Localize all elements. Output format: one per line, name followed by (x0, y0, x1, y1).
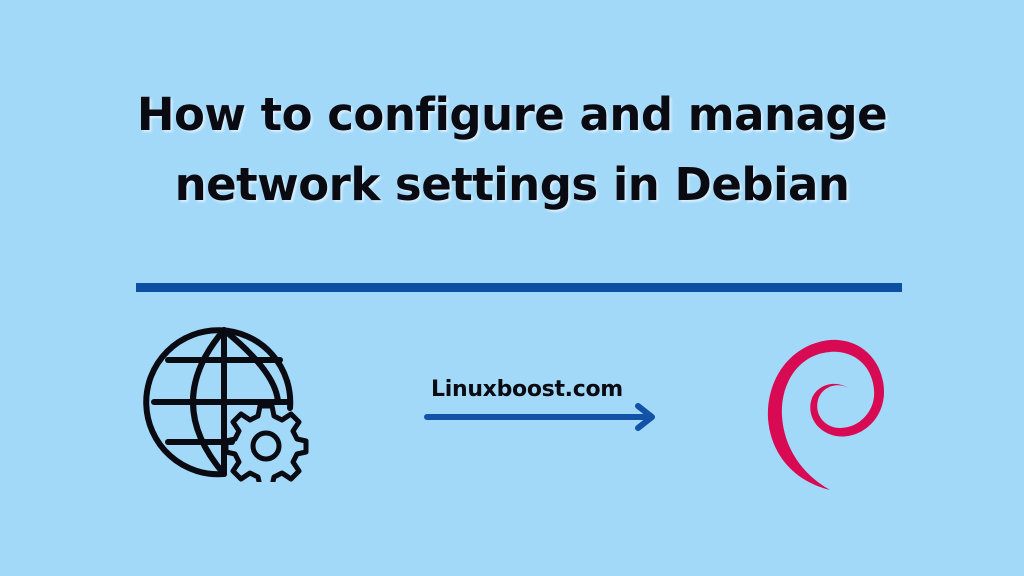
arrow-right-icon (424, 403, 655, 431)
debian-logo (767, 339, 884, 490)
site-label: Linuxboost.com (431, 377, 623, 402)
globe-with-gear-icon (143, 327, 309, 482)
title-line-1: How to configure and manage (136, 88, 888, 141)
page-title: How to configure and manage network sett… (0, 80, 1024, 220)
divider (136, 283, 902, 292)
title-line-2: network settings in Debian (174, 158, 850, 211)
